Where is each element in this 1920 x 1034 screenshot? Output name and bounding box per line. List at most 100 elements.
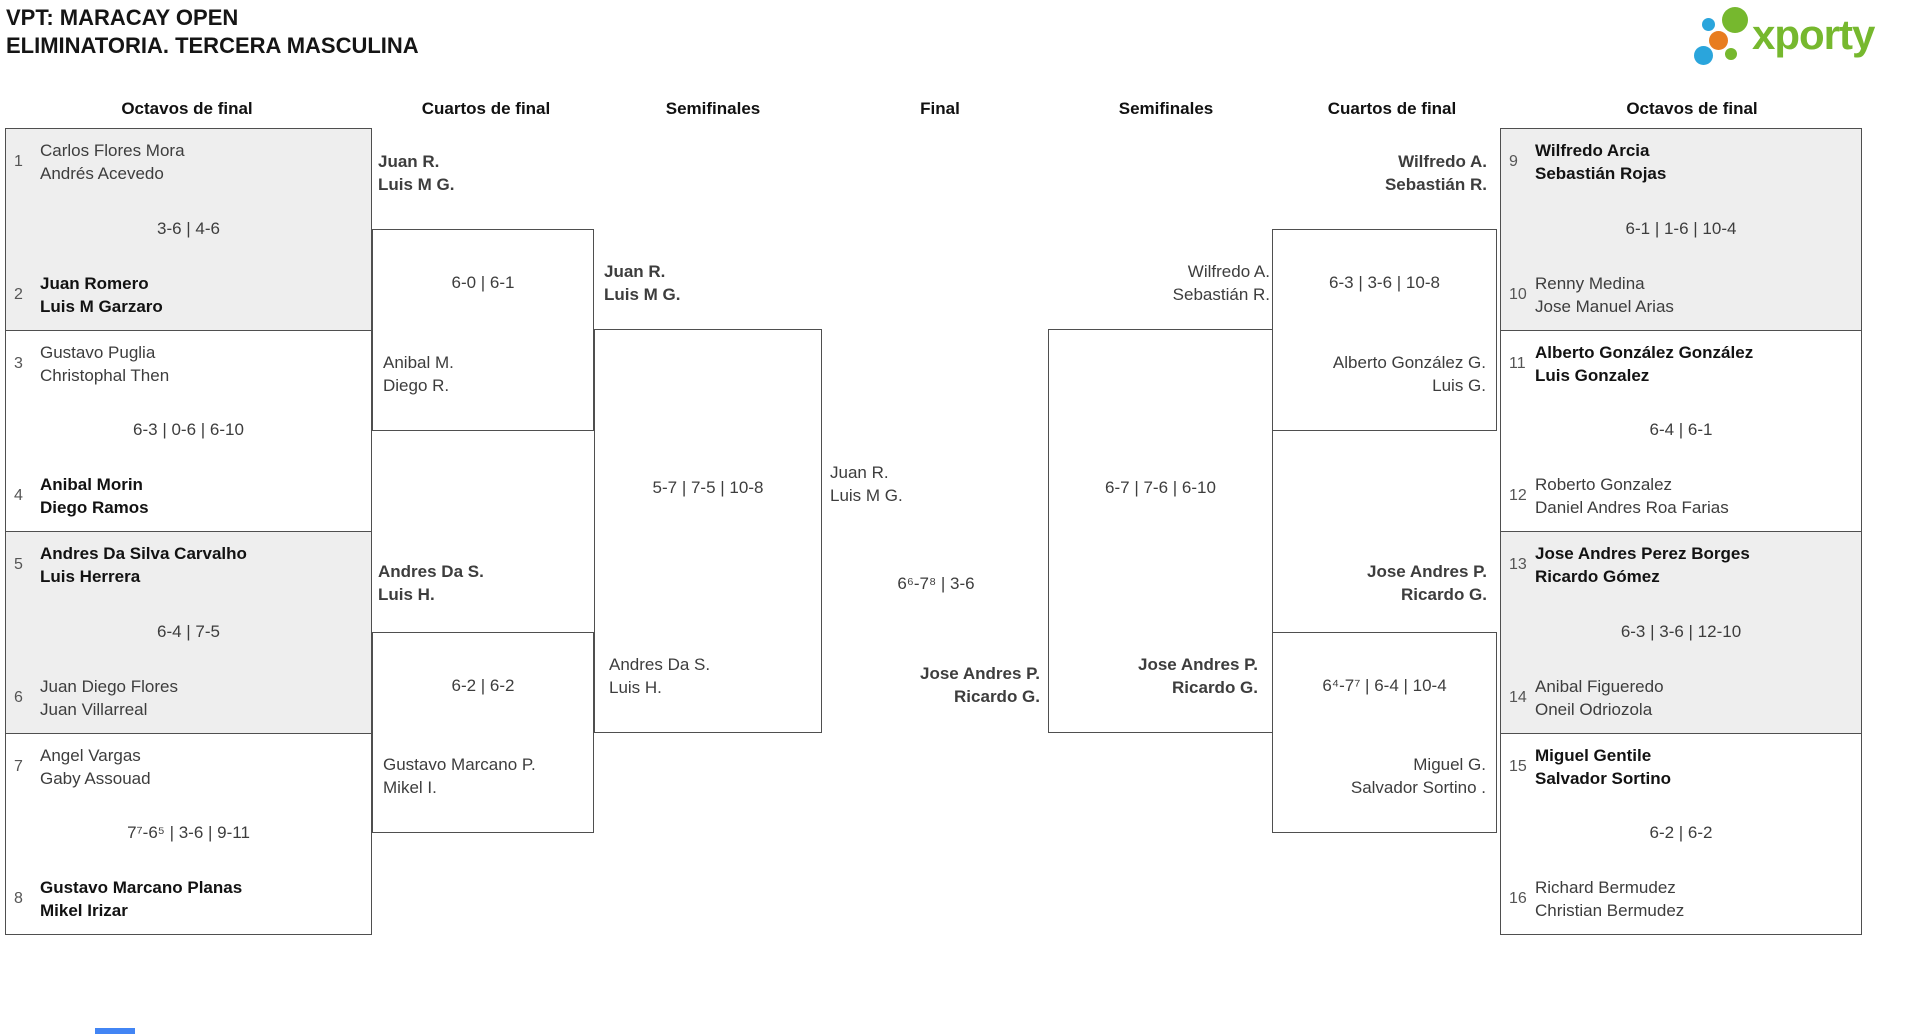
cuartos-right-1-lower-team-label: Alberto González G. Luis G. (1333, 351, 1486, 397)
team-slot-15: 15 Miguel Gentile Salvador Sortino (1501, 744, 1861, 790)
player-name: Carlos Flores Mora (40, 141, 185, 160)
match-score: 6-2 | 6-2 (1649, 823, 1713, 842)
cuartos-left-1-advancer-label: Juan R. Luis M G. (378, 150, 455, 196)
player-name: Luis Herrera (40, 567, 141, 586)
team-slot-10: 10 Renny Medina Jose Manuel Arias (1501, 272, 1861, 318)
player-name: Luis H. (378, 585, 435, 604)
octavos-right-match-3: 13 Jose Andres Perez Borges Ricardo Góme… (1500, 531, 1862, 734)
player-name: Salvador Sortino (1535, 769, 1672, 788)
match-score: 6-0 | 6-1 (451, 273, 515, 292)
dot-blue-icon (1694, 46, 1713, 65)
semifinal-right-upper-team-label: Wilfredo A. Sebastián R. (1048, 260, 1270, 306)
seed-number: 12 (1509, 487, 1527, 504)
seed-number: 10 (1509, 286, 1527, 303)
match-score: 6-2 | 6-2 (451, 676, 515, 695)
team-names: Juan Diego Flores Juan Villarreal (40, 675, 178, 721)
horizontal-scrollbar-thumb[interactable] (95, 1028, 135, 1034)
match-score: 6-7 | 7-6 | 6-10 (1105, 478, 1216, 497)
team-names: Andres Da Silva Carvalho Luis Herrera (40, 542, 247, 588)
player-name: Mikel I. (383, 778, 437, 797)
team-names: Juan Romero Luis M Garzaro (40, 272, 163, 318)
player-name: Jose Andres P. (919, 664, 1040, 683)
team-names: Renny Medina Jose Manuel Arias (1535, 272, 1674, 318)
team-slot-14: 14 Anibal Figueredo Oneil Odriozola (1501, 675, 1861, 721)
final-score: 6⁶-7⁸ | 3-6 (897, 574, 975, 593)
player-name: Luis Gonzalez (1535, 366, 1650, 385)
player-name: Miguel G. (1413, 755, 1486, 774)
seed-number: 3 (14, 355, 23, 372)
xporty-logo[interactable]: xporty (1692, 6, 1918, 68)
player-name: Diego Ramos (40, 498, 149, 517)
team-slot-9: 9 Wilfredo Arcia Sebastián Rojas (1501, 139, 1861, 185)
player-name: Oneil Odriozola (1535, 700, 1653, 719)
match-score: 6-1 | 1-6 | 10-4 (1625, 218, 1737, 238)
octavos-left-match-1: 1 Carlos Flores Mora Andrés Acevedo 3-6 … (5, 128, 372, 331)
team-names: Anibal Figueredo Oneil Odriozola (1535, 675, 1664, 721)
cuartos-left-1-lower-team-label: Anibal M. Diego R. (383, 351, 454, 397)
match-score: 6-3 | 0-6 | 6-10 (133, 420, 244, 439)
team-slot-11: 11 Alberto González González Luis Gonzal… (1501, 341, 1861, 387)
team-slot-4: 4 Anibal Morin Diego Ramos (6, 473, 371, 519)
team-names: Carlos Flores Mora Andrés Acevedo (40, 139, 185, 185)
page-title-line2: ELIMINATORIA. TERCERA MASCULINA (6, 33, 419, 58)
player-name: Ricardo G. (954, 687, 1040, 706)
team-slot-13: 13 Jose Andres Perez Borges Ricardo Góme… (1501, 542, 1861, 588)
semifinal-right-box: 6-7 | 7-6 | 6-10 Jose Andres P. Ricardo … (1048, 329, 1273, 733)
player-name: Miguel Gentile (1535, 746, 1652, 765)
team-names: Gustavo Puglia Christophal Then (40, 341, 169, 387)
dot-blue-small-icon (1702, 18, 1715, 31)
cuartos-right-1-box: 6-3 | 3-6 | 10-8 Alberto González G. Lui… (1272, 229, 1497, 431)
round-header-semifinal-right: Semifinales (1118, 99, 1214, 118)
cuartos-left-2-lower-team-label: Gustavo Marcano P. Mikel I. (383, 753, 536, 799)
seed-number: 11 (1509, 355, 1526, 372)
player-name: Renny Medina (1535, 274, 1645, 293)
round-header-cuartos-right: Cuartos de final (1327, 99, 1457, 118)
player-name: Juan Villarreal (40, 700, 148, 719)
player-name: Andres Da S. (609, 655, 711, 674)
cuartos-left-1-box: 6-0 | 6-1 Anibal M. Diego R. (372, 229, 594, 431)
match-score: 6-3 | 3-6 | 12-10 (1620, 621, 1742, 641)
player-name: Juan R. (830, 463, 889, 482)
cuartos-right-2-advancer-label: Jose Andres P. Ricardo G. (1272, 560, 1487, 606)
match-score: 6-4 | 6-1 (1649, 420, 1713, 439)
player-name: Andres Da Silva Carvalho (40, 544, 247, 563)
player-name: Sebastián Rojas (1535, 164, 1667, 183)
player-name: Christian Bermudez (1535, 901, 1685, 920)
dot-orange-icon (1709, 31, 1728, 50)
match-score: 3-6 | 4-6 (156, 218, 220, 238)
champion-label: Jose Andres P. Ricardo G. (820, 662, 1040, 708)
player-name: Juan R. (604, 262, 666, 281)
octavos-left-match-3: 5 Andres Da Silva Carvalho Luis Herrera … (5, 531, 372, 734)
round-header-cuartos-left: Cuartos de final (421, 99, 551, 118)
player-name: Luis H. (609, 678, 662, 697)
player-name: Christophal Then (40, 366, 170, 385)
seed-number: 7 (14, 758, 23, 775)
seed-number: 9 (1509, 153, 1518, 170)
xporty-logo-text: xporty (1752, 11, 1875, 58)
player-name: Roberto Gonzalez (1535, 475, 1673, 494)
cuartos-right-2-box: 6⁴-7⁷ | 6-4 | 10-4 Miguel G. Salvador So… (1272, 632, 1497, 833)
player-name: Juan Diego Flores (40, 677, 178, 696)
seed-number: 14 (1509, 689, 1527, 706)
team-slot-8: 8 Gustavo Marcano Planas Mikel Irizar (6, 876, 371, 922)
semifinal-left-box: 5-7 | 7-5 | 10-8 Andres Da S. Luis H. (594, 329, 822, 733)
player-name: Anibal Figueredo (1535, 677, 1664, 696)
dot-green-large-icon (1722, 7, 1748, 33)
team-slot-1: 1 Carlos Flores Mora Andrés Acevedo (6, 139, 371, 185)
player-name: Wilfredo Arcia (1535, 141, 1650, 160)
player-name: Sebastián R. (1384, 175, 1487, 194)
player-name: Mikel Irizar (40, 901, 128, 920)
player-name: Gaby Assouad (40, 769, 151, 788)
team-names: Richard Bermudez Christian Bermudez (1535, 876, 1684, 922)
player-name: Alberto González G. (1332, 353, 1486, 372)
seed-number: 6 (14, 689, 23, 706)
seed-number: 8 (14, 890, 23, 907)
player-name: Alberto González González (1535, 343, 1754, 362)
team-slot-5: 5 Andres Da Silva Carvalho Luis Herrera (6, 542, 371, 588)
cuartos-right-2-lower-team-label: Miguel G. Salvador Sortino . (1351, 753, 1486, 799)
team-slot-12: 12 Roberto Gonzalez Daniel Andres Roa Fa… (1501, 473, 1861, 519)
player-name: Andres Da S. (378, 562, 484, 581)
player-name: Luis M G. (604, 285, 681, 304)
player-name: Anibal M. (383, 353, 454, 372)
seed-number: 5 (14, 556, 23, 573)
